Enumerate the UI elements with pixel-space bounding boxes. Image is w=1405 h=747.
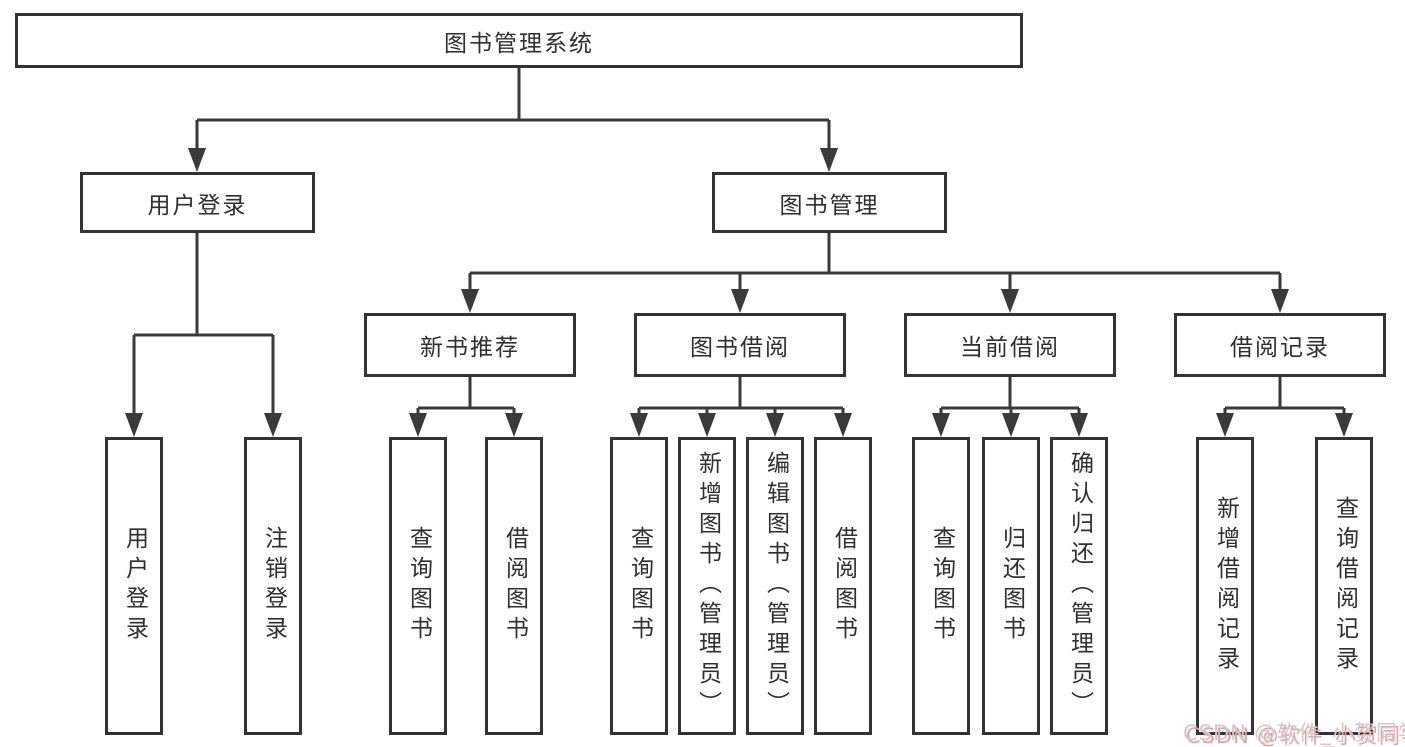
node-borrowing-records: 借阅记录 — [1174, 313, 1386, 377]
node-borrowing-edit-books-admin: 编辑图书（管理员） — [746, 437, 804, 735]
node-current-return-books: 归还图书 — [982, 437, 1040, 735]
node-borrowing-query-books: 查询图书 — [610, 437, 668, 735]
node-borrowing-borrow-books: 借阅图书 — [814, 437, 872, 735]
node-current-query-books: 查询图书 — [912, 437, 970, 735]
node-current-confirm-return-admin: 确认归还（管理员） — [1050, 437, 1108, 735]
node-records-add-record: 新增借阅记录 — [1196, 437, 1254, 735]
node-user-login-leaf: 用户登录 — [105, 437, 163, 735]
node-new-book-recommend: 新书推荐 — [364, 313, 576, 377]
node-book-management: 图书管理 — [712, 172, 947, 233]
node-recommend-query-books: 查询图书 — [389, 437, 447, 735]
node-book-borrowing: 图书借阅 — [634, 313, 846, 377]
node-current-borrowing: 当前借阅 — [904, 313, 1116, 377]
node-user-login: 用户登录 — [80, 172, 315, 233]
node-borrowing-add-books-admin: 新增图书（管理员） — [678, 437, 736, 735]
node-recommend-borrow-books: 借阅图书 — [485, 437, 543, 735]
arrowheads — [125, 148, 1353, 437]
csdn-watermark: CSDN @软件_小贺同学 — [1183, 721, 1405, 745]
node-logout-leaf: 注销登录 — [244, 437, 302, 735]
node-library-management-system: 图书管理系统 — [15, 13, 1023, 68]
node-records-query-record: 查询借阅记录 — [1315, 437, 1373, 735]
